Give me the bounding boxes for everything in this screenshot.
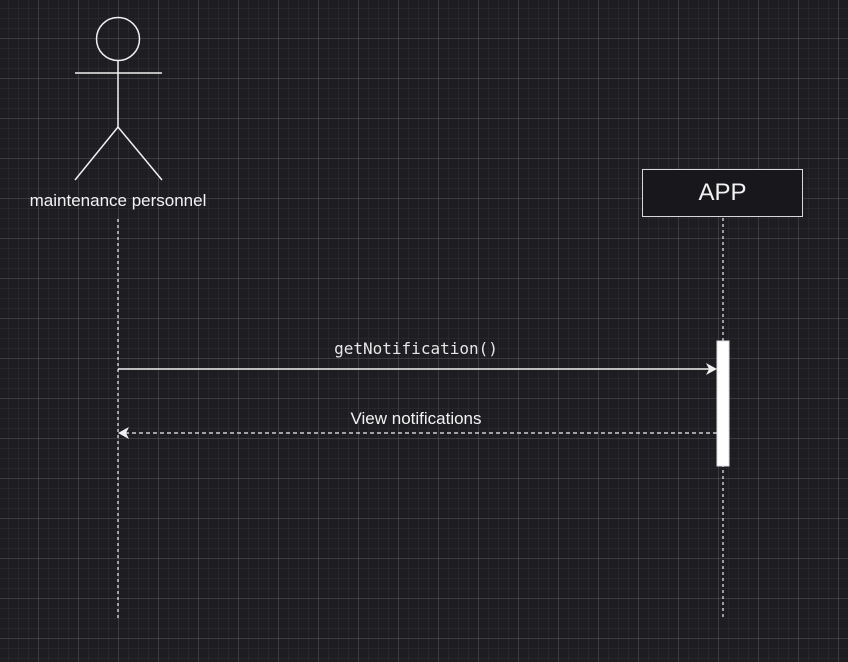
actor-label: maintenance personnel <box>29 191 207 210</box>
participant-box[interactable]: APP <box>642 169 803 217</box>
arrowhead-left-icon <box>118 427 129 439</box>
actor-right-leg <box>117 126 163 181</box>
actor-head <box>95 16 141 62</box>
message-label-view-notifications: View notifications <box>350 409 482 428</box>
message-arrow-get-notification[interactable] <box>118 363 717 375</box>
message-arrow-view-notifications[interactable] <box>118 427 717 439</box>
activation-bar[interactable] <box>716 340 730 467</box>
message-label-get-notification: getNotification() <box>334 339 498 358</box>
arrowhead-right-icon <box>706 363 717 375</box>
actor-figure[interactable] <box>74 16 163 181</box>
participant-label: APP <box>698 179 747 206</box>
actor-left-leg <box>74 126 119 181</box>
